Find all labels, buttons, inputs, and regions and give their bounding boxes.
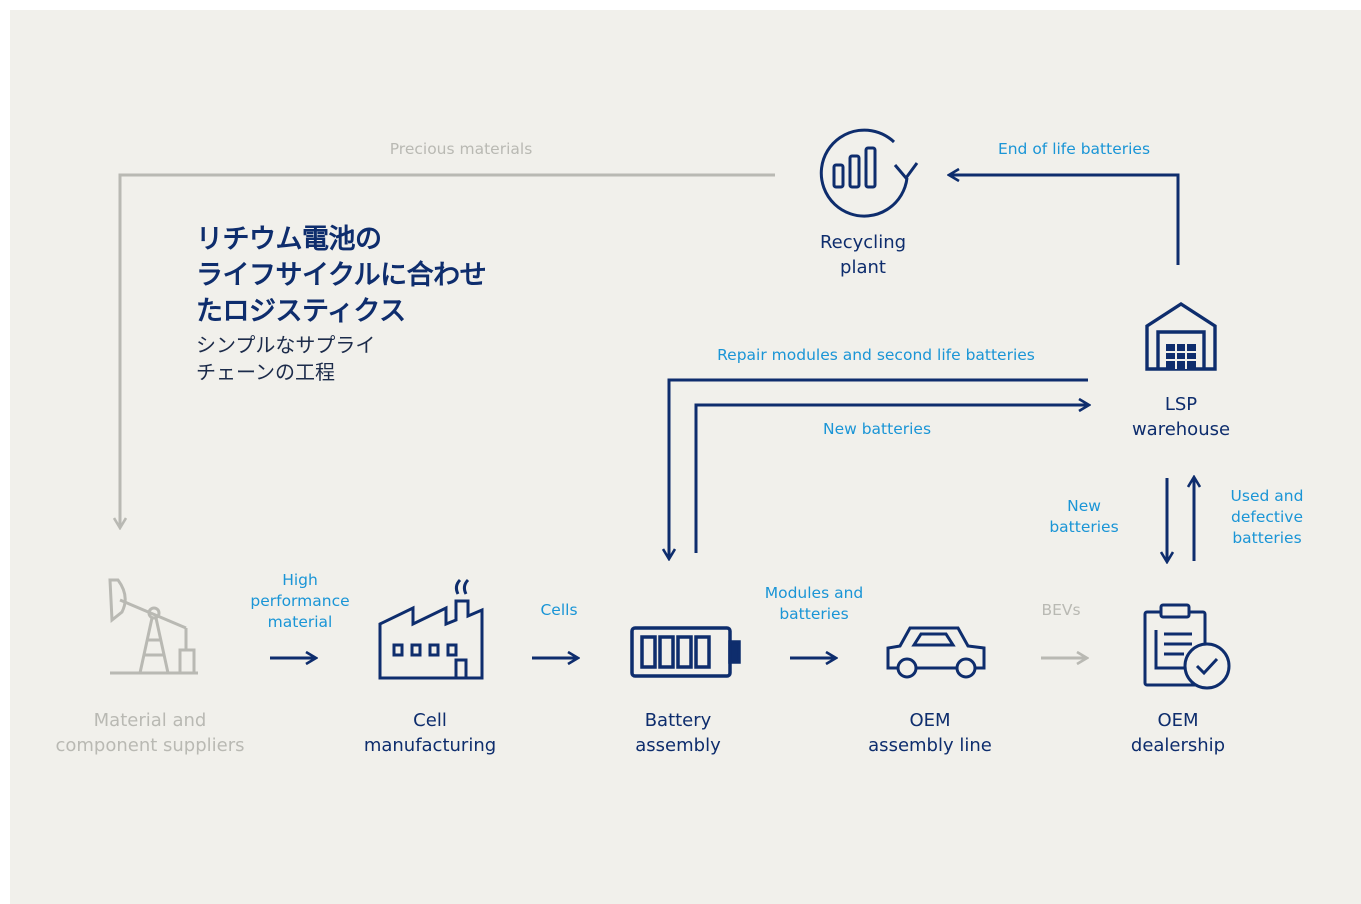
oem-assembly-line-label: OEM assembly line <box>868 710 992 756</box>
oil-pump-jack-icon <box>108 578 198 675</box>
repair-modules-label: Repair modules and second life batteries <box>717 346 1035 364</box>
modules-and-batteries-label: Modules and batteries <box>764 584 864 623</box>
recycling-plant-label: Recycling plant <box>819 232 907 278</box>
end-of-life-arrow <box>950 175 1180 265</box>
cells-label: Cells <box>540 601 578 619</box>
factory-icon <box>378 578 484 680</box>
new-batteries-arrow-top <box>694 405 1088 553</box>
clipboard-check-icon <box>1143 603 1231 690</box>
high-performance-material-label: High performance material <box>250 571 350 631</box>
car-icon <box>886 626 986 679</box>
new-batteries-top-label: New batteries <box>822 420 932 438</box>
used-defective-batteries-label: Used and defective batteries <box>1230 487 1304 547</box>
lsp-warehouse-label: LSP warehouse <box>1131 394 1231 440</box>
warehouse-icon <box>1145 301 1217 371</box>
precious-materials-arrow <box>120 173 775 527</box>
battery-icon <box>630 626 741 678</box>
page-subtitle: シンプルなサプライ チェーンの工程 <box>196 333 376 384</box>
bevs-label: BEVs <box>1041 601 1081 619</box>
recycling-chart-icon <box>819 128 919 218</box>
suppliers-label: Material and component suppliers <box>55 710 245 756</box>
new-batteries-side-label: New batteries <box>1049 497 1119 536</box>
battery-assembly-label: Battery assembly <box>635 710 721 756</box>
oem-dealership-label: OEM dealership <box>1130 710 1226 756</box>
page-title: リチウム電池の ライフサイクルに合わせ たロジスティクス <box>196 224 487 327</box>
end-of-life-batteries-label: End of life batteries <box>997 140 1151 158</box>
diagram-background <box>10 10 1361 904</box>
cell-manufacturing-label: Cell manufacturing <box>363 710 497 756</box>
repair-modules-arrow <box>669 378 1088 558</box>
precious-materials-label: Precious materials <box>389 140 533 158</box>
